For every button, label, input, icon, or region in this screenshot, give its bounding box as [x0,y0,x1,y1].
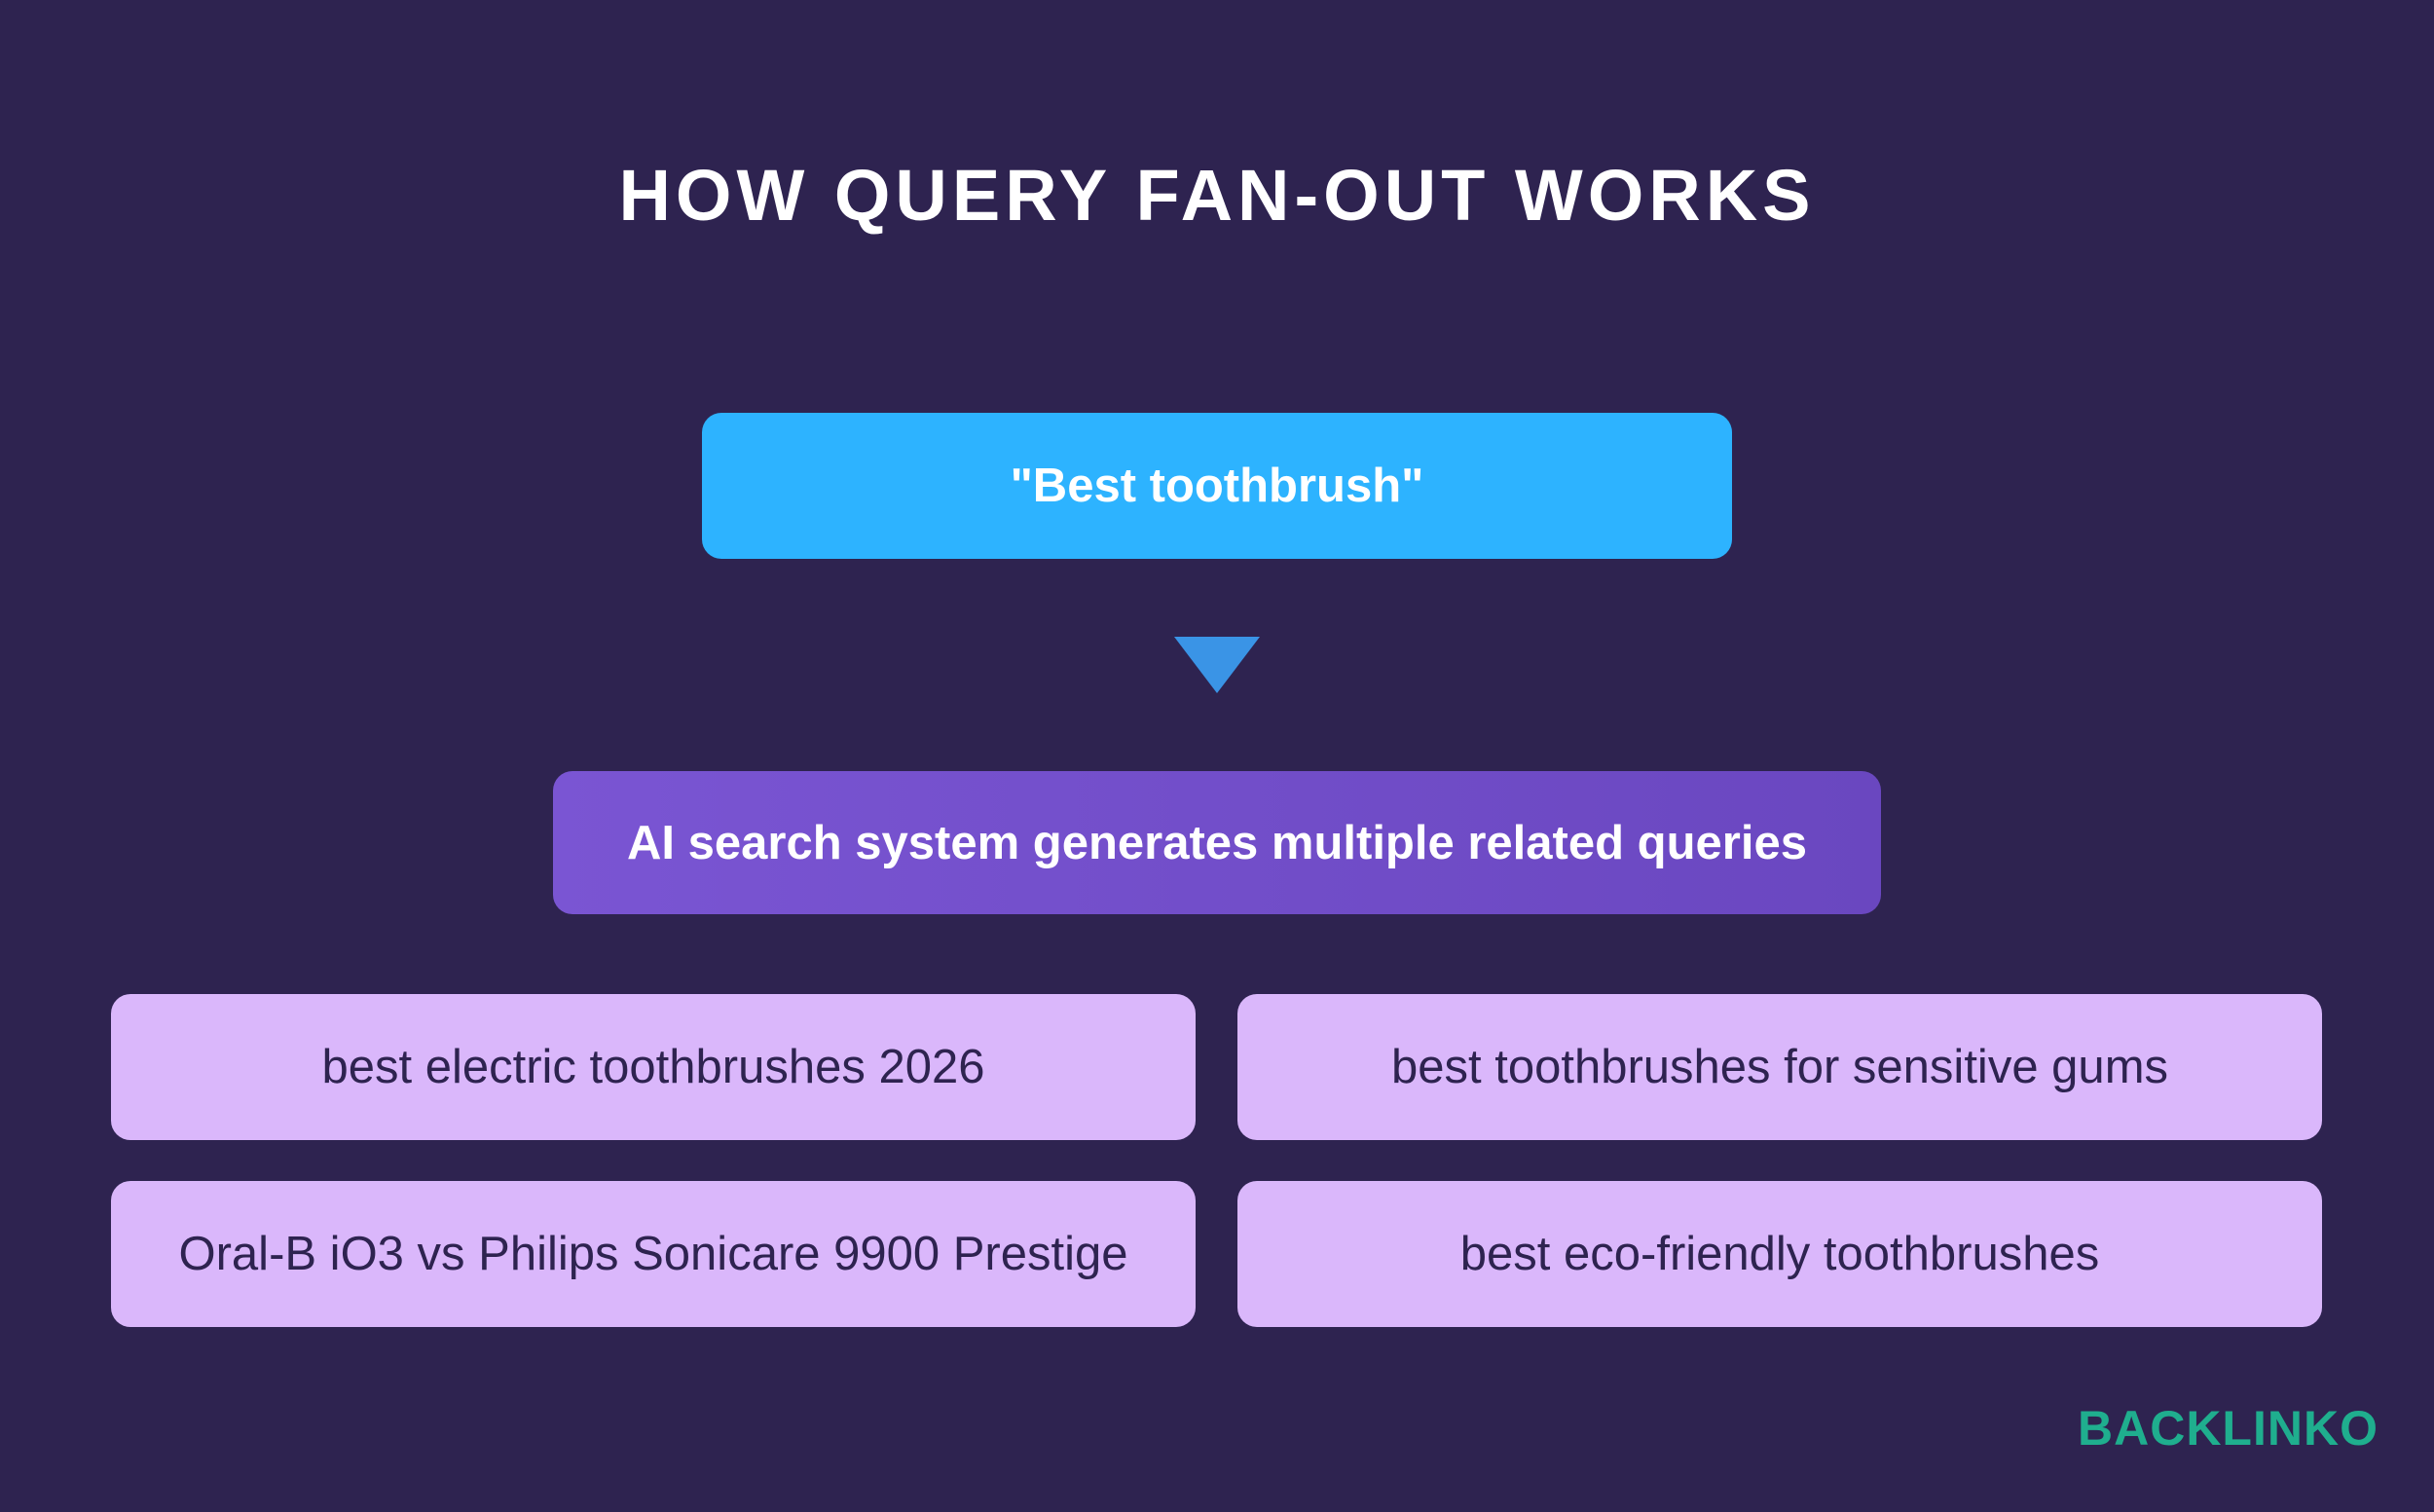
related-query-text: best electric toothbrushes 2026 [321,1041,985,1093]
related-query-box: best eco-friendly toothbrushes [1237,1181,2322,1327]
backlinko-logo-text: BACKLINKO [2078,1401,2379,1456]
backlinko-logo: BACKLINKO [2078,1399,2379,1457]
related-query-box: best toothbrushes for sensitive gums [1237,994,2322,1140]
related-query-text: Oral-B iO3 vs Philips Sonicare 9900 Pres… [178,1228,1128,1280]
ai-system-step-box: AI search system generates multiple rela… [553,771,1881,914]
related-query-box: Oral-B iO3 vs Philips Sonicare 9900 Pres… [111,1181,1196,1327]
search-query-text: "Best toothbrush" [1010,460,1424,512]
diagram-title: HOW QUERY FAN-OUT WORKS [618,155,1816,236]
related-query-box: best electric toothbrushes 2026 [111,994,1196,1140]
ai-system-step-text: AI search system generates multiple rela… [627,816,1807,869]
search-query-box: "Best toothbrush" [702,413,1732,559]
related-query-text: best eco-friendly toothbrushes [1459,1228,2100,1280]
down-arrow-icon [1174,637,1260,693]
related-query-text: best toothbrushes for sensitive gums [1390,1041,2169,1093]
